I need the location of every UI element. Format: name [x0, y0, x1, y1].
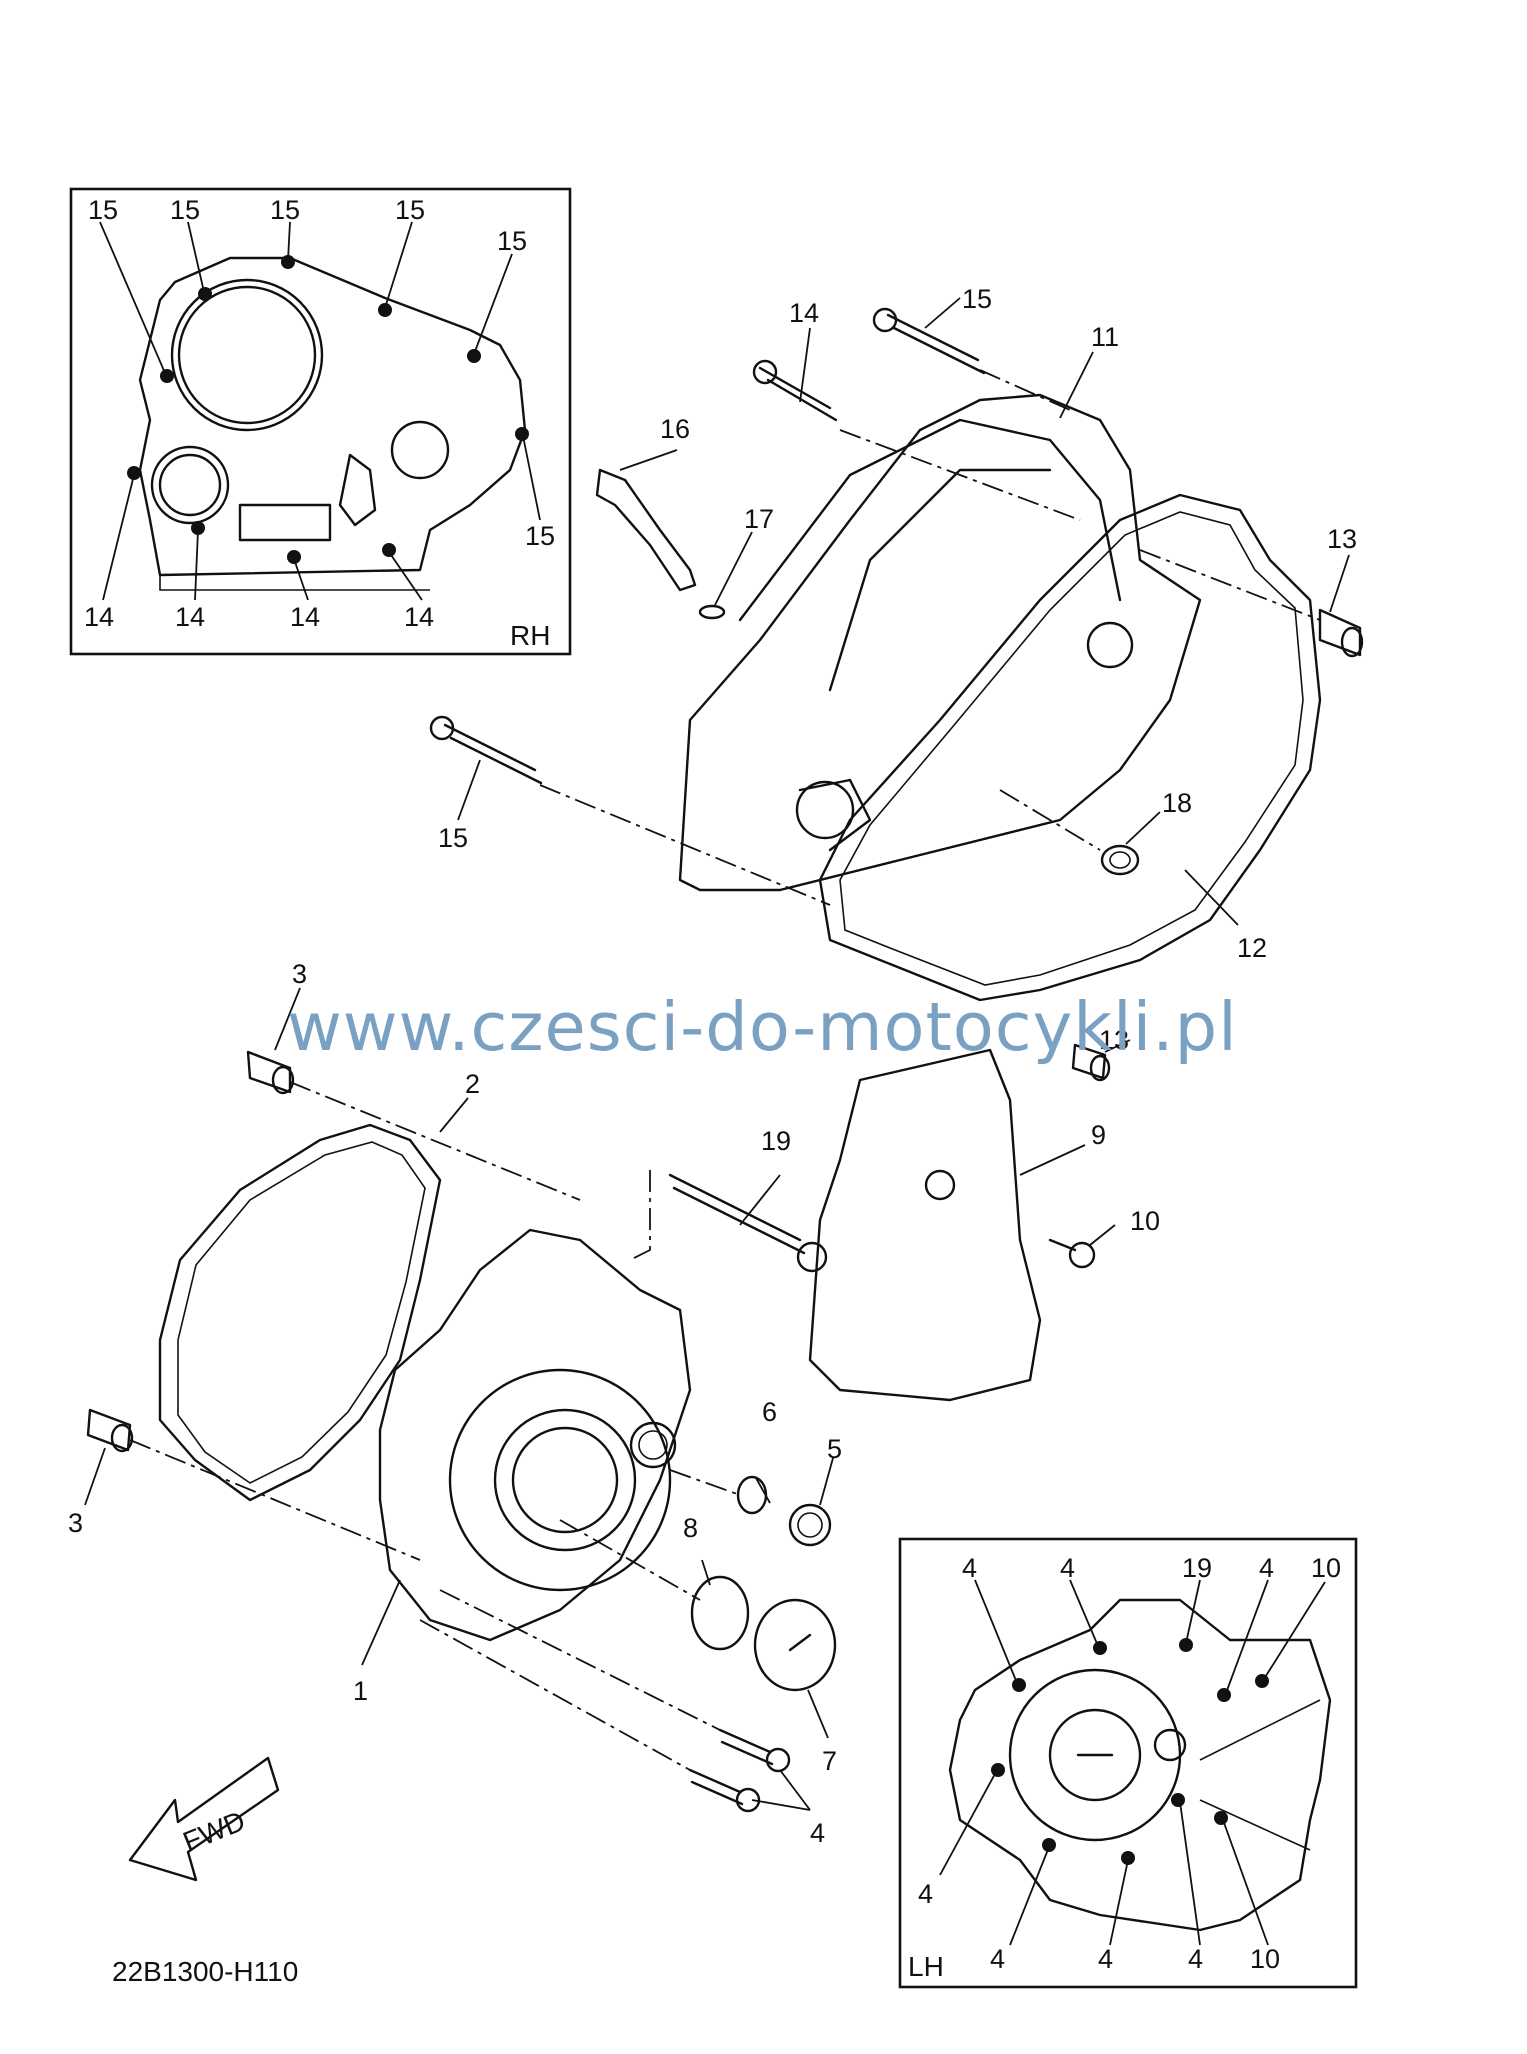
lh-inset-label: LH	[908, 1951, 944, 1982]
lh-inset-frame	[898, 1537, 1358, 1989]
o-ring-17	[698, 604, 726, 620]
callout-9: 9	[1091, 1120, 1106, 1150]
bolt-14-upper	[752, 359, 838, 422]
rh-callout-labels: 15 15 15 15 15 15 14 14 14 14	[84, 195, 555, 632]
alignment-lines	[129, 369, 1321, 1771]
callout-19: 19	[761, 1126, 791, 1156]
lh-callout-label: 10	[1250, 1944, 1280, 1974]
callout-16: 16	[660, 414, 690, 444]
callout-5: 5	[827, 1434, 842, 1464]
lh-leader-lines	[939, 1579, 1326, 1946]
o-ring-6	[736, 1475, 768, 1515]
callout-15-left: 15	[438, 823, 468, 853]
oil-seal-18	[1100, 844, 1140, 876]
rh-leader-lines	[99, 221, 541, 601]
rh-callout-label: 15	[497, 226, 527, 256]
callout-17: 17	[744, 504, 774, 534]
lh-callout-label: 4	[990, 1944, 1005, 1974]
callout-3-upper: 3	[292, 959, 307, 989]
sprocket-cover-9	[808, 1048, 1042, 1402]
rh-callout-label: 15	[395, 195, 425, 225]
gasket-rh	[818, 493, 1322, 1002]
bolt-10	[1048, 1238, 1096, 1269]
callout-15-upper: 15	[962, 284, 992, 314]
dowel-3-upper	[246, 1050, 295, 1095]
callout-13-upper: 13	[1327, 524, 1357, 554]
o-ring-8	[690, 1575, 750, 1651]
bolts-4	[688, 1728, 791, 1813]
lh-callout-label: 4	[1259, 1553, 1274, 1583]
crankcase-cover-lh	[378, 1228, 692, 1642]
lh-callout-label: 4	[918, 1879, 933, 1909]
crankcase-cover-rh	[678, 393, 1202, 892]
dowel-13-upper	[1318, 608, 1364, 658]
rh-callout-label: 15	[88, 195, 118, 225]
lh-inset: 4 4 19 4 10 4 4 4 4 10 LH	[898, 1537, 1358, 1989]
lh-callout-label: 4	[1098, 1944, 1113, 1974]
rh-callout-label: 15	[270, 195, 300, 225]
rh-inset-frame	[69, 187, 572, 656]
rh-callout-label: 14	[84, 602, 114, 632]
callout-13-lower: 13	[1099, 1025, 1129, 1055]
callout-1: 1	[353, 1676, 368, 1706]
lh-callout-labels: 4 4 19 4 10 4 4 4 4 10	[918, 1553, 1341, 1974]
bolt-19	[668, 1173, 828, 1273]
main-callouts: 11 12 13 13 14 15 15 16 17 18 3 2 3 1 9 …	[68, 284, 1357, 1848]
rh-callout-label: 15	[525, 521, 555, 551]
callout-6: 6	[762, 1397, 777, 1427]
lh-callout-label: 19	[1182, 1553, 1212, 1583]
lh-callout-label: 4	[1188, 1944, 1203, 1974]
callout-18: 18	[1162, 788, 1192, 818]
callout-10: 10	[1130, 1206, 1160, 1236]
plug-5	[788, 1503, 832, 1547]
rh-callout-label: 14	[175, 602, 205, 632]
diagram-code: 22B1300-H110	[112, 1956, 299, 1987]
dowel-13-lower	[1071, 1043, 1111, 1082]
bolt-15-left	[429, 715, 543, 785]
lh-cover-outline	[948, 1598, 1332, 1932]
main-leader-lines	[84, 297, 1350, 1811]
rh-callout-label: 14	[290, 602, 320, 632]
callout-2: 2	[465, 1069, 480, 1099]
rh-inset-label: RH	[510, 620, 550, 651]
callout-3-lower: 3	[68, 1508, 83, 1538]
rh-bolt-dots	[127, 255, 529, 564]
lh-callout-label: 10	[1311, 1553, 1341, 1583]
callout-8: 8	[683, 1513, 698, 1543]
callout-4: 4	[810, 1818, 825, 1848]
callout-14: 14	[789, 298, 819, 328]
plug-7	[753, 1598, 837, 1692]
lh-callout-label: 4	[962, 1553, 977, 1583]
fwd-arrow: FWD	[128, 1756, 280, 1882]
callout-7: 7	[822, 1746, 837, 1776]
callout-11: 11	[1091, 322, 1119, 352]
watermark-text: www.czesci-do-motocykli.pl	[287, 988, 1238, 1066]
lh-callout-label: 4	[1060, 1553, 1075, 1583]
dipstick-16	[595, 468, 697, 592]
rh-inset: 15 15 15 15 15 15 14 14 14 14 RH	[69, 187, 572, 656]
bolt-15-upper	[872, 307, 986, 375]
gasket-lh	[158, 1123, 442, 1502]
dowel-3-lower	[86, 1408, 134, 1453]
rh-callout-label: 15	[170, 195, 200, 225]
rh-callout-label: 14	[404, 602, 434, 632]
callout-12: 12	[1237, 933, 1267, 963]
